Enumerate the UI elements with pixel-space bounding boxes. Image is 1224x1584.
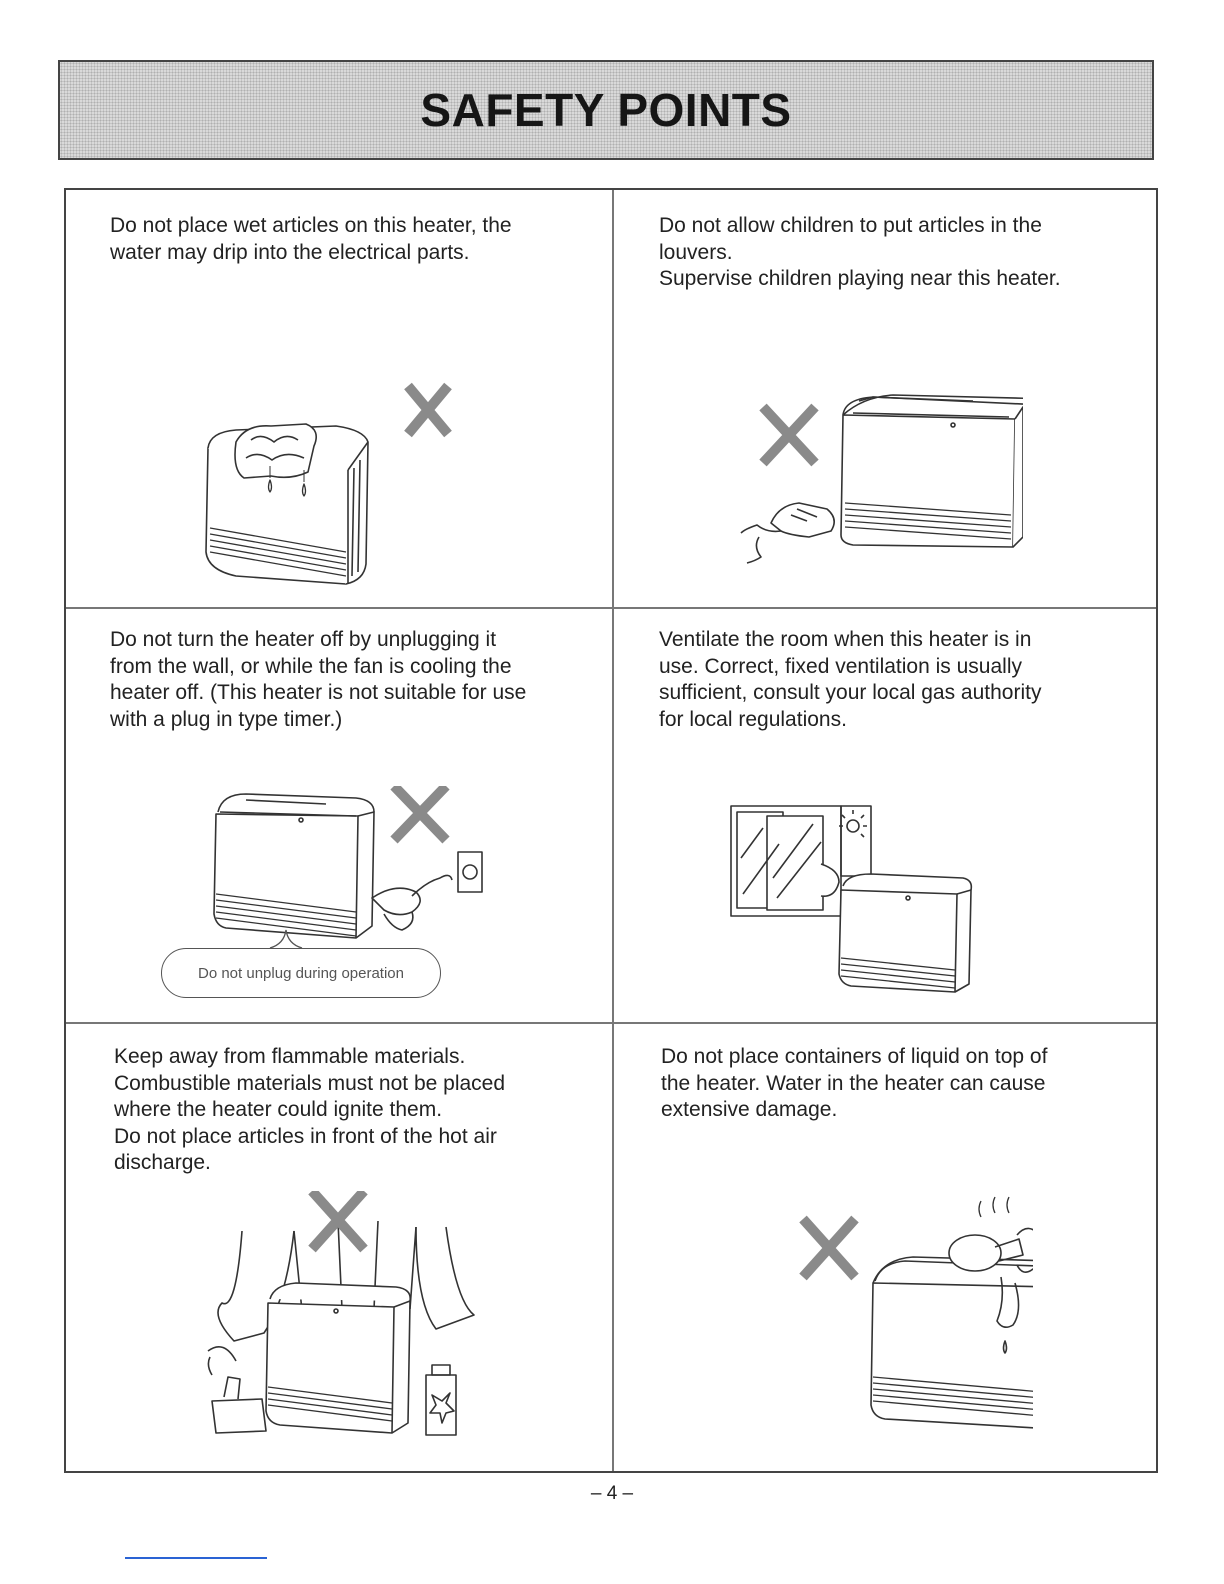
text-line: Combustible materials must not be placed [114, 1071, 506, 1095]
text-line: louvers. [659, 240, 733, 264]
text-line: where the heater could ignite them. [114, 1098, 443, 1121]
title-banner: SAFETY POINTS [58, 60, 1154, 160]
child-hand-heater-illustration [740, 394, 1023, 564]
text-line: Do not allow children to put articles in… [659, 214, 1042, 237]
unplug-warning-callout: Do not unplug during operation [161, 948, 441, 998]
text-line: Supervise children playing near this hea… [659, 267, 1061, 290]
text-line: Ventilate the room when this heater is i… [659, 628, 1032, 651]
row-divider [66, 1022, 1156, 1024]
safety-item-text: Ventilate the room when this heater is i… [659, 627, 1041, 733]
text-line: Do not place articles in front of the ho… [114, 1124, 497, 1148]
footer-link-underline[interactable] [125, 1557, 267, 1559]
text-line: discharge. [114, 1151, 211, 1174]
text-line: the heater. Water in the heater can caus… [661, 1071, 1046, 1095]
text-line: Keep away from flammable materials. [114, 1045, 466, 1068]
safety-item-children-louvers: Do not allow children to put articles in… [613, 190, 1158, 607]
text-line: for local regulations. [659, 707, 847, 731]
callout-text: Do not unplug during operation [198, 964, 404, 982]
safety-item-text: Do not place containers of liquid on top… [661, 1044, 1047, 1124]
safety-item-unplugging: Do not turn the heater off by unplugging… [66, 608, 612, 1022]
vase-spill-illustration [799, 1196, 1033, 1429]
safety-item-text: Do not turn the heater off by unplugging… [110, 627, 526, 733]
text-line: use. Correct, fixed ventilation is usual… [659, 654, 1022, 678]
safety-item-text: Do not place wet articles on this heater… [110, 213, 512, 266]
safety-item-wet-articles: Do not place wet articles on this heater… [66, 190, 612, 607]
page-number: – 4 – [590, 1483, 634, 1504]
text-line: heater off. (This heater is not suitable… [110, 681, 527, 704]
safety-item-text: Keep away from flammable materials. Comb… [114, 1044, 505, 1177]
safety-grid: Do not place wet articles on this heater… [64, 188, 1158, 1473]
text-line: sufficient, consult your local gas autho… [659, 681, 1042, 704]
text-line: Do not turn the heater off by unplugging… [110, 628, 497, 651]
unplug-heater-illustration [213, 786, 483, 939]
ventilation-window-illustration [730, 805, 973, 993]
text-line: extensive damage. [661, 1098, 838, 1121]
wet-towel-heater-illustration [205, 382, 452, 585]
column-divider [612, 190, 614, 1471]
text-line: from the wall, or while the fan is cooli… [110, 654, 512, 678]
callout-pointer [269, 929, 303, 949]
page-title: SAFETY POINTS [420, 84, 792, 136]
safety-item-ventilation: Ventilate the room when this heater is i… [613, 608, 1158, 1022]
safety-item-text: Do not allow children to put articles in… [659, 213, 1061, 293]
safety-item-flammable: Keep away from flammable materials. Comb… [66, 1023, 612, 1473]
safety-item-liquid-containers: Do not place containers of liquid on top… [613, 1023, 1158, 1473]
text-line: Do not place wet articles on this heater… [110, 214, 512, 237]
text-line: Do not place containers of liquid on top… [661, 1045, 1048, 1068]
flammable-items-illustration [207, 1191, 475, 1436]
text-line: water may drip into the electrical parts… [110, 240, 470, 264]
row-divider [66, 607, 1156, 609]
text-line: with a plug in type timer.) [110, 707, 343, 731]
